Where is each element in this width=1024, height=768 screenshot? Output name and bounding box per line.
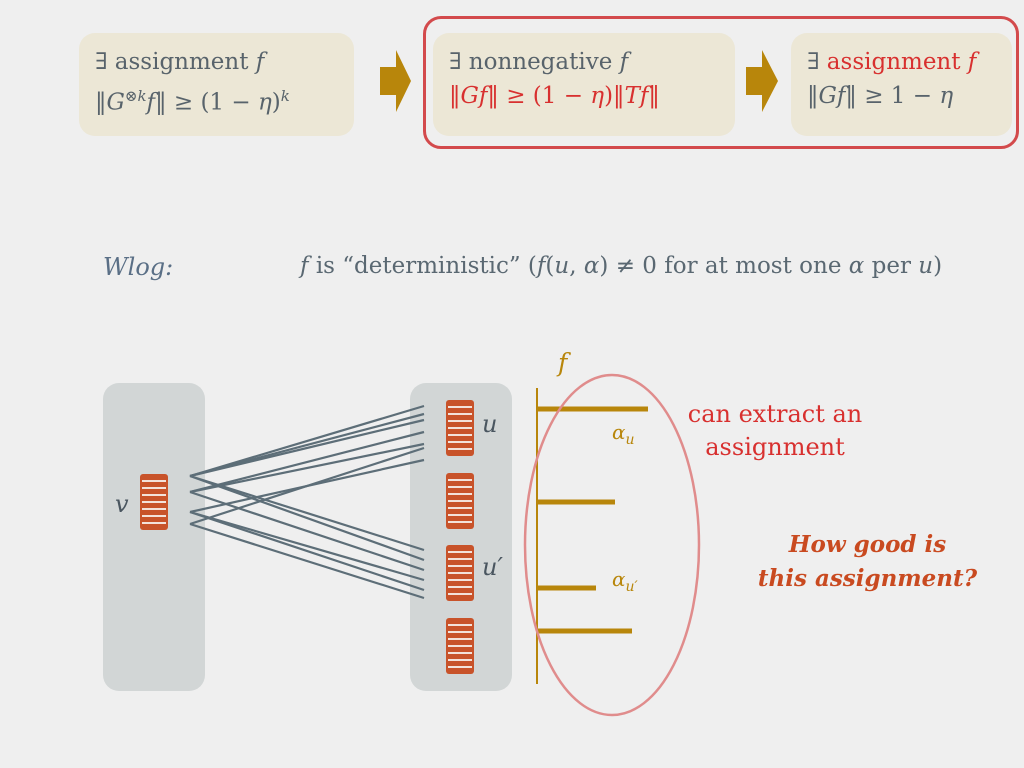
assignment-tensor-box: ∃ assignment f ‖G⊗kf‖ ≥ (1 − η)k [79, 33, 354, 136]
wlog-label: Wlog: [103, 253, 174, 281]
f-bars [537, 406, 648, 634]
deterministic-statement: f is “deterministic” (f(u, α) ≠ 0 for at… [300, 253, 943, 279]
edge [189, 442, 425, 494]
v-label: v [115, 490, 129, 518]
edge [189, 490, 425, 572]
edge [189, 446, 425, 526]
box3-line2: ‖Gf‖ ≥ 1 − η [807, 83, 954, 109]
box2-line1: ∃ nonnegative f [449, 49, 629, 75]
box1-line2: ‖G⊗kf‖ ≥ (1 − η)k [95, 87, 290, 116]
edge [189, 418, 425, 478]
box3-line1: ∃ assignment f [807, 49, 977, 75]
extraction-ellipse [523, 373, 701, 717]
nonnegative-box: ∃ nonnegative f ‖Gf‖ ≥ (1 − η)‖Tf‖ [433, 33, 735, 136]
edge [189, 404, 425, 478]
assignment-box: ∃ assignment f ‖Gf‖ ≥ 1 − η [791, 33, 1012, 136]
edge [189, 522, 425, 600]
edge [189, 510, 425, 592]
edges [189, 404, 425, 600]
u-label: u [482, 410, 498, 438]
arrow-right-icon [380, 50, 411, 112]
highlight-outline [423, 16, 1019, 149]
f-label: f [558, 348, 568, 377]
edge [189, 474, 425, 562]
edge [189, 474, 425, 552]
arrow-right-icon [746, 50, 778, 112]
u-prime-label: u′ [482, 553, 503, 581]
edge [189, 510, 425, 582]
nodes [140, 400, 474, 674]
edge [189, 430, 425, 494]
box1-line1: ∃ assignment f [95, 49, 265, 75]
left-vertex-block [103, 383, 205, 691]
alpha-u-label: αu [612, 420, 635, 448]
alpha-u-prime-label: αu′ [612, 567, 638, 595]
box2-line2: ‖Gf‖ ≥ (1 − η)‖Tf‖ [449, 83, 660, 109]
right-vertex-block [410, 383, 512, 691]
